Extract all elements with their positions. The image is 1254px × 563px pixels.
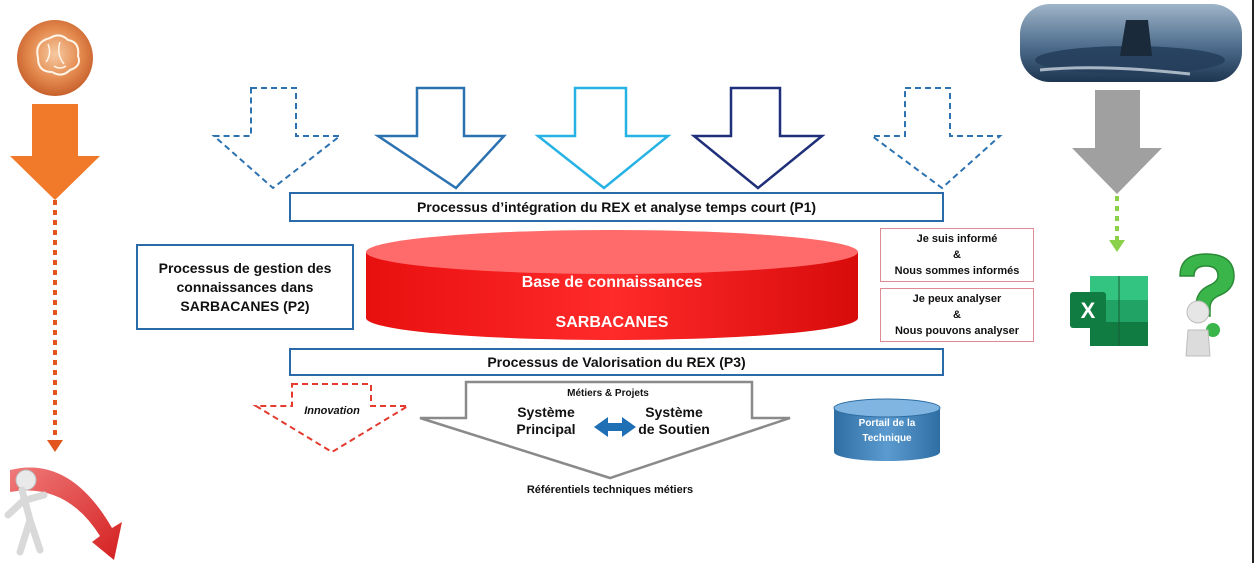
innovation-label: Innovation bbox=[304, 405, 360, 417]
knowledge-base-subtitle: SARBACANES bbox=[555, 314, 669, 331]
excel-icon: X bbox=[1070, 276, 1148, 346]
input-arrow-4 bbox=[690, 86, 826, 190]
input-arrow-2 bbox=[373, 86, 507, 190]
info-box-analyse-label: Je peux analyser & Nous pouvons analyser bbox=[894, 293, 1020, 337]
falling-person-icon bbox=[4, 467, 122, 560]
portal-cylinder bbox=[833, 398, 941, 461]
info-box-informed-label: Je suis informé & Nous sommes informés bbox=[894, 233, 1020, 277]
orange-arrow bbox=[10, 104, 100, 200]
question-person-icon bbox=[1179, 253, 1235, 357]
portal-label: Portail de la Technique bbox=[858, 418, 916, 444]
info-box-analyse: Je peux analyser & Nous pouvons analyser bbox=[880, 288, 1034, 342]
svg-text:X: X bbox=[1081, 298, 1096, 323]
gray-arrow bbox=[1072, 90, 1162, 194]
input-arrow-5-dashed bbox=[868, 87, 1003, 190]
integration-process-bar: Processus d’intégration du REX et analys… bbox=[289, 192, 944, 222]
support-system-label: Système de Soutien bbox=[638, 404, 710, 437]
technical-repositories-caption: Référentiels techniques métiers bbox=[526, 484, 694, 496]
orange-dotted-arrowhead bbox=[47, 440, 63, 452]
info-box-informed: Je suis informé & Nous sommes informés bbox=[880, 228, 1034, 282]
innovation-arrow bbox=[252, 383, 412, 454]
valorisation-process-bar: Processus de Valorisation du REX (P3) bbox=[289, 348, 944, 376]
knowledge-management-box: Processus de gestion des connaissances d… bbox=[136, 244, 354, 330]
double-arrow-icon bbox=[594, 417, 636, 437]
valorisation-process-label: Processus de Valorisation du REX (P3) bbox=[487, 354, 746, 370]
knowledge-base-title: Base de connaissances bbox=[521, 274, 703, 291]
knowledge-management-label: Processus de gestion des connaissances d… bbox=[158, 259, 332, 314]
input-arrow-3 bbox=[534, 86, 672, 190]
funnel-title: Métiers & Projets bbox=[567, 388, 649, 399]
integration-process-label: Processus d’intégration du REX et analys… bbox=[416, 199, 817, 215]
green-dotted-arrowhead bbox=[1109, 240, 1125, 252]
input-arrow-1-dashed bbox=[211, 87, 343, 190]
main-system-label: Système Principal bbox=[516, 404, 576, 437]
submarine-photo bbox=[1020, 4, 1242, 82]
brain-icon bbox=[17, 20, 93, 96]
knowledge-base-cylinder bbox=[366, 230, 858, 340]
